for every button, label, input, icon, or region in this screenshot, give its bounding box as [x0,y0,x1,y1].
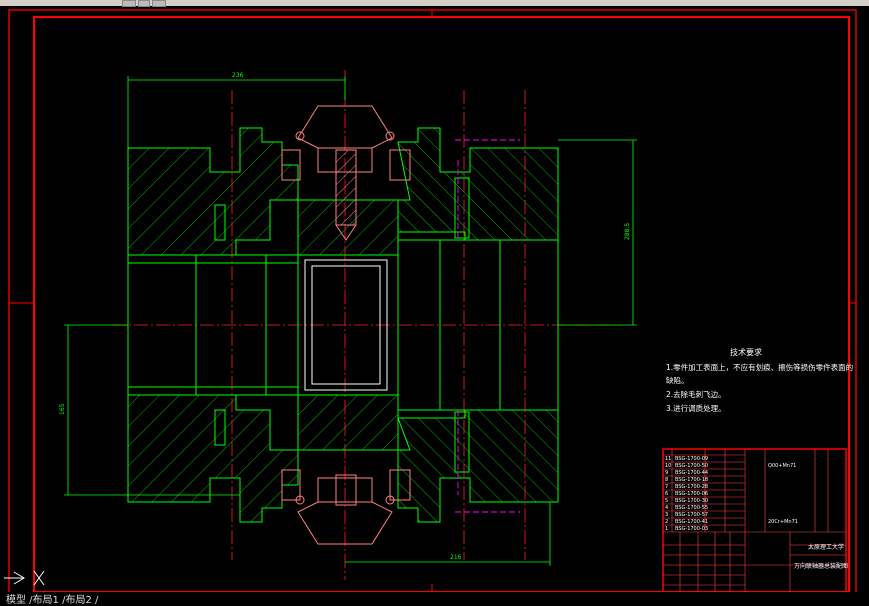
dimension-lines [64,76,637,566]
ucs-icon [4,570,45,586]
tech-requirements: 技术要求 1.零件加工表面上，不应有划痕、擦伤等损伤零件表面的 缺陷。 2.去除… [666,347,853,413]
assembly-section [127,127,559,523]
bolt-assemblies [281,105,411,545]
parts-code-11: BSG-1700-03 [675,526,708,532]
parts-no-3: 9 [665,470,668,476]
parts-no-6: 6 [665,491,668,497]
toolbar-button-c[interactable] [152,0,166,7]
dim-right-height: 288.5 [624,223,631,240]
dim-left-height: 165 [59,403,66,415]
toolbar-button-b[interactable] [138,0,150,7]
hidden-lines [455,139,520,513]
parts-code-7: BSG-1700-30 [675,498,708,504]
parts-no-11: 1 [665,526,668,532]
parts-no-10: 2 [665,519,668,525]
title-block-school: 太原理工大学 [808,543,844,551]
parts-code-3: BSG-1700-44 [675,470,708,476]
toolbar-strip [0,0,869,7]
layout-tabs-label[interactable]: 模型 /布局1 /布局2 / [6,595,99,606]
dim-top-width: 236 [232,72,244,79]
drawing-canvas[interactable]: 236 216 288.5 165 技术要求 1.零件加工表面上，不应有划痕、擦… [0,6,869,603]
parts-no-5: 7 [665,484,668,490]
parts-code-5: BSG-1700-28 [675,484,708,490]
parts-no-2: 10 [665,463,671,469]
tech-req-line-1: 1.零件加工表面上，不应有划痕、擦伤等损伤零件表面的 [666,362,853,372]
tech-req-line-2: 缺陷。 [666,375,689,385]
parts-code-6: BSG-1700-06 [675,491,708,497]
parts-no-9: 3 [665,512,668,518]
tech-req-title: 技术要求 [730,347,762,357]
parts-code-1: BSG-1700-09 [675,456,708,462]
parts-no-4: 8 [665,477,668,483]
parts-code-9: BSG-1700-57 [675,512,708,518]
parts-no-7: 5 [665,498,668,504]
tech-req-line-4: 3.进行调质处理。 [666,403,726,413]
tech-req-line-3: 2.去除毛刺飞边。 [666,389,726,399]
parts-material-a: Q00+Mn71 [768,463,796,469]
parts-material-b: 20Cr+Mn71 [768,519,798,525]
dim-bottom-width: 216 [450,554,462,561]
parts-code-8: BSG-1700-55 [675,505,708,511]
parts-no-1: 11 [665,456,671,462]
parts-code-10: BSG-1700-41 [675,519,708,525]
dimension-texts: 236 216 288.5 165 [59,72,631,561]
title-block-drawing-name: 万向联轴器总装配图 [794,562,848,570]
parts-code-4: BSG-1700-18 [675,477,708,483]
layout-tabs-bar: 模型 /布局1 /布局2 / [0,592,869,606]
toolbar-button-a[interactable] [122,0,136,7]
parts-code-2: BSG-1700-50 [675,463,708,469]
centerlines [112,70,620,580]
parts-list: 11 BSG-1700-09 10 BSG-1700-50 9 BSG-1700… [662,448,848,593]
parts-no-8: 4 [665,505,668,511]
